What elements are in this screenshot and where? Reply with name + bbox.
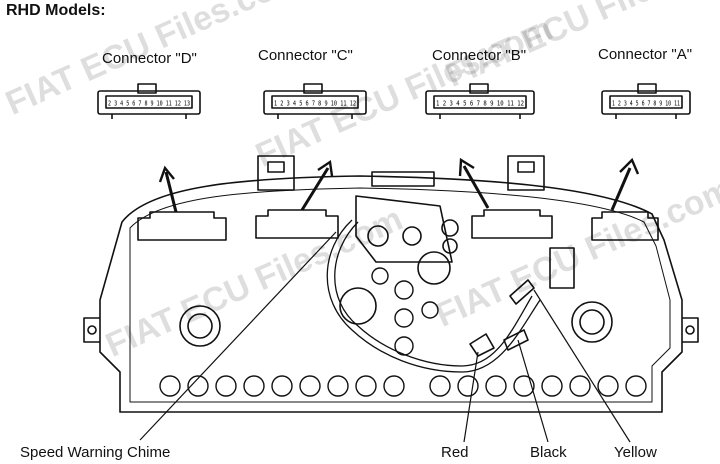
mounting-tab-left bbox=[83, 317, 100, 343]
disconnect-arrows bbox=[158, 157, 640, 213]
connector-b-label: Connector "B" bbox=[432, 47, 527, 64]
mounting-tab-right bbox=[682, 317, 699, 343]
gauge-right bbox=[571, 301, 613, 343]
gauge-center bbox=[339, 287, 377, 325]
gauge-left bbox=[179, 305, 221, 347]
socket-b bbox=[471, 209, 553, 239]
black-wire-label: Black bbox=[530, 444, 567, 461]
bulb-socket-row bbox=[159, 267, 647, 397]
red-leader bbox=[463, 351, 479, 443]
connector-c bbox=[263, 83, 367, 119]
speed-warning-chime-module bbox=[355, 195, 453, 263]
socket-c bbox=[255, 209, 339, 239]
connector-d-label: Connector "D" bbox=[102, 50, 197, 67]
connector-d-pins: 2 3 4 5 6 7 8 9 10 11 12 13 bbox=[108, 100, 190, 108]
socket-d bbox=[137, 211, 227, 241]
connector-a-label: Connector "A" bbox=[598, 46, 693, 63]
diagram-title: RHD Models: bbox=[6, 2, 106, 19]
yellow-leader bbox=[533, 289, 631, 443]
connector-b bbox=[425, 83, 535, 119]
red-wire-label: Red bbox=[441, 444, 469, 461]
connector-c-label: Connector "C" bbox=[258, 47, 353, 64]
cluster-housing bbox=[99, 175, 683, 413]
connector-a bbox=[601, 83, 691, 119]
black-leader bbox=[517, 339, 549, 443]
yellow-wire-label: Yellow bbox=[614, 444, 657, 461]
connector-d bbox=[97, 83, 201, 119]
socket-a bbox=[591, 211, 659, 241]
connector-a-pins: 1 2 3 4 5 6 7 8 9 10 11 bbox=[612, 100, 680, 108]
chime-leader bbox=[139, 231, 337, 441]
connector-b-pins: 1 2 3 4 5 6 7 8 9 10 11 12 bbox=[436, 100, 524, 108]
connector-c-pins: 1 2 3 4 5 6 7 8 9 10 11 12 bbox=[274, 100, 356, 108]
speed-warning-chime-label: Speed Warning Chime bbox=[20, 444, 171, 461]
